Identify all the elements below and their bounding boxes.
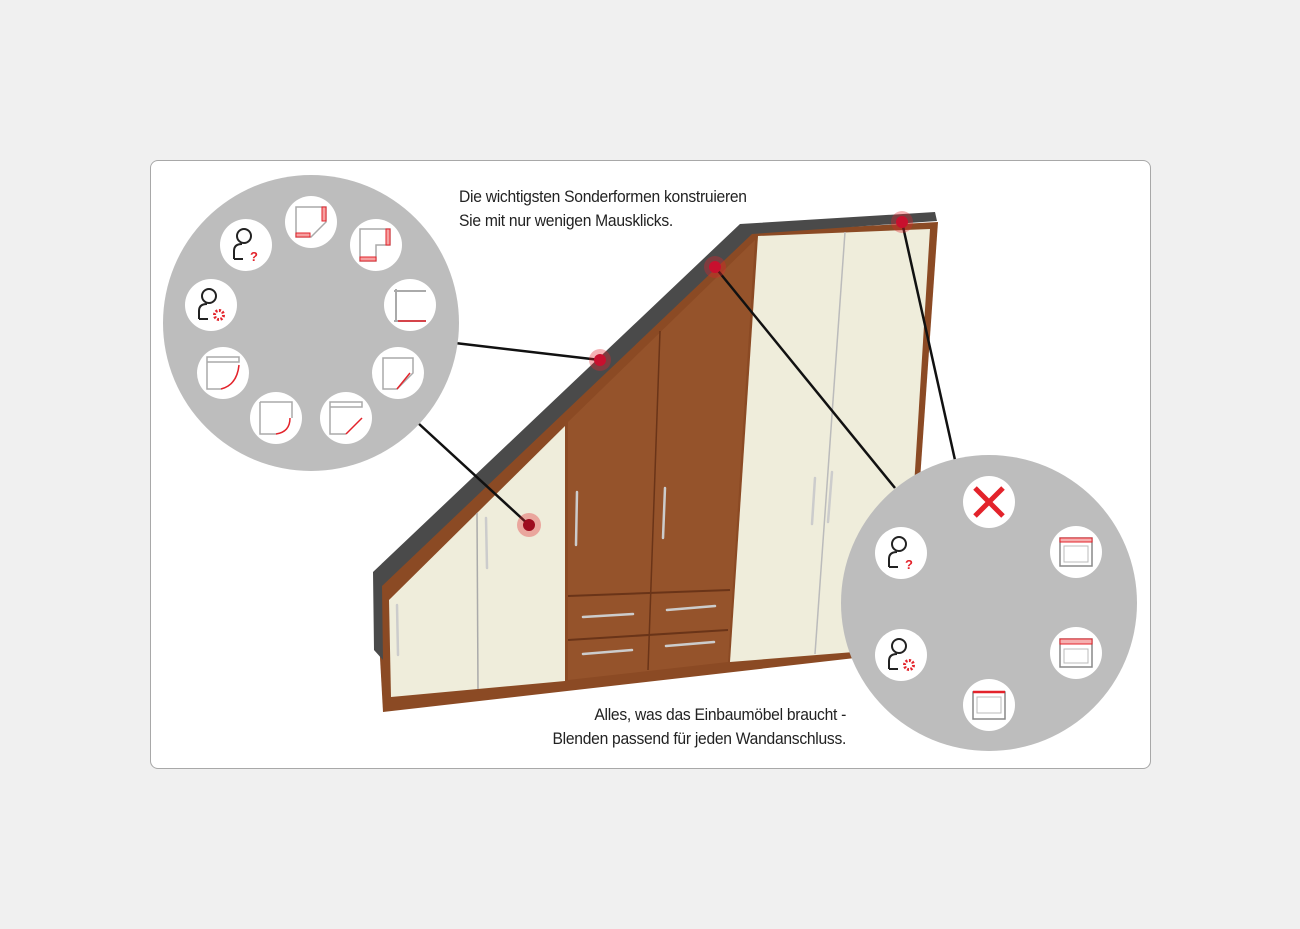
svg-text:?: ? <box>905 557 913 572</box>
caption-special-shapes: Die wichtigsten Sonderformen konstruiere… <box>459 185 747 233</box>
callout-lines <box>417 221 957 526</box>
hotspot-top-right[interactable] <box>891 211 913 233</box>
walnut-doors <box>568 240 755 680</box>
panel-top-alt-icon[interactable] <box>1050 627 1102 679</box>
caption-line: Blenden passend für jeden Wandanschluss. <box>552 729 846 748</box>
handles <box>395 470 834 657</box>
caption-line: Die wichtigsten Sonderformen konstruiere… <box>459 187 747 206</box>
panel-top-icon[interactable] <box>1050 526 1102 578</box>
user-settings-icon[interactable] <box>185 279 237 331</box>
panel-options-wheel: ? <box>841 455 1137 751</box>
hotspot-top-corner[interactable] <box>704 256 726 278</box>
corner-rounded-top-icon[interactable] <box>197 347 249 399</box>
hotspots <box>517 211 913 537</box>
corner-rounded-icon[interactable] <box>250 392 302 444</box>
panel-bottom-icon[interactable] <box>963 679 1015 731</box>
caption-line: Sie mit nur wenigen Mausklicks. <box>459 211 673 230</box>
hotspot-roof[interactable] <box>589 349 611 371</box>
shape-options-wheel: ? <box>163 175 459 471</box>
caption-line: Alles, was das Einbaumöbel braucht - <box>594 705 846 724</box>
remove-icon[interactable] <box>963 476 1015 528</box>
corner-angled-icon[interactable] <box>372 347 424 399</box>
corner-diagonal-icon[interactable] <box>285 196 337 248</box>
corner-l-shape-icon[interactable] <box>350 219 402 271</box>
svg-text:?: ? <box>250 249 258 264</box>
corner-angled-top-icon[interactable] <box>320 392 372 444</box>
user-help-icon[interactable]: ? <box>220 219 272 271</box>
corner-open-icon[interactable] <box>384 279 436 331</box>
user-settings-icon[interactable] <box>875 629 927 681</box>
user-help-icon[interactable]: ? <box>875 527 927 579</box>
caption-panels: Alles, was das Einbaumöbel braucht - Ble… <box>552 703 846 751</box>
hotspot-left-door[interactable] <box>517 513 541 537</box>
